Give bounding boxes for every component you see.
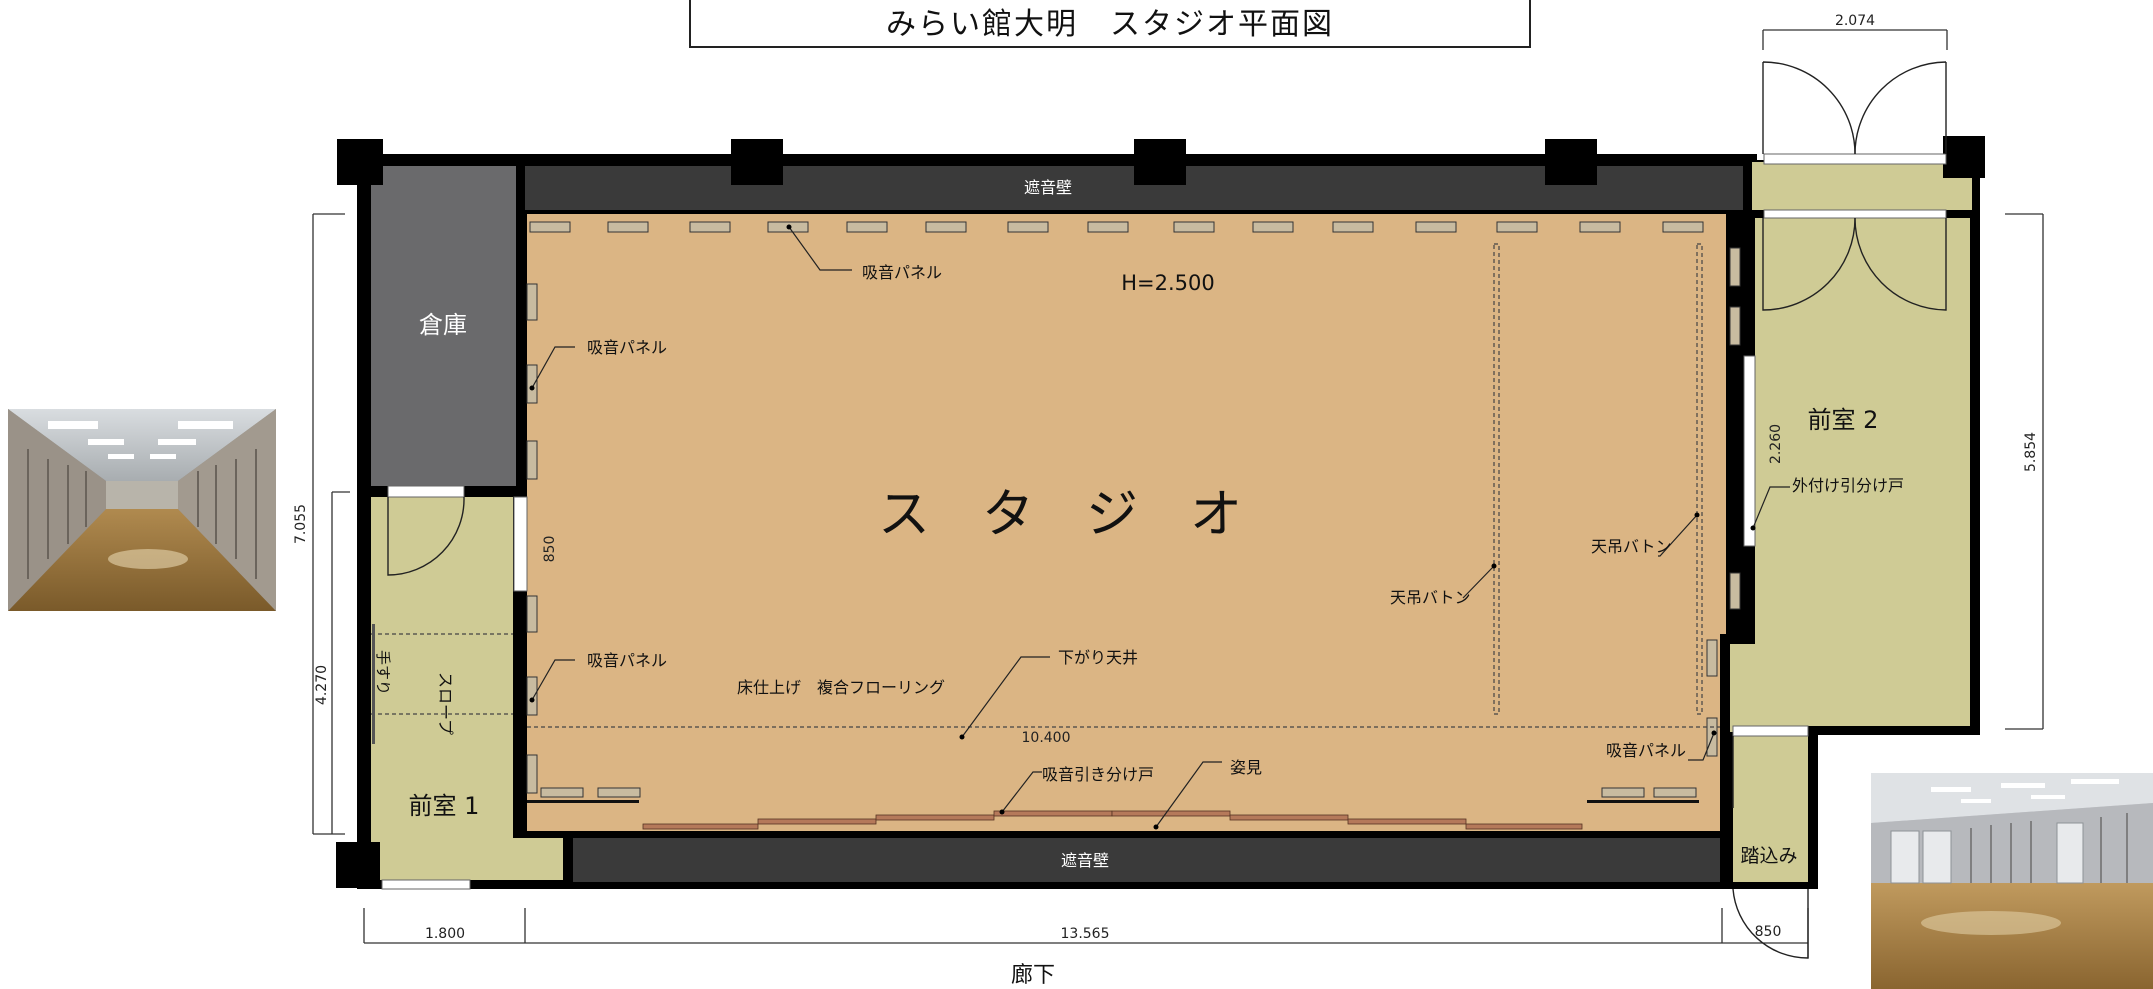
dim-bottom-right: 850: [1755, 924, 1782, 940]
dim-anteroom2-door: 2.260: [1768, 424, 1784, 464]
studio-floor: [527, 214, 1720, 831]
leader-lines: [531, 226, 1790, 828]
soundproof-wall-top-label: 遮音壁: [1024, 178, 1072, 197]
mirror-label: 姿見: [1230, 758, 1262, 777]
anteroom2-floor: [1730, 218, 1970, 732]
soundproof-wall-bottom-label: 遮音壁: [1061, 851, 1109, 870]
storage-label: 倉庫: [419, 311, 467, 339]
batten-label-right: 天吊バトン: [1591, 537, 1671, 556]
studio-label: ス タ ジ オ: [878, 485, 1242, 545]
dim-left-total: 7.055: [293, 504, 309, 544]
dim-bottom-main: 13.565: [1061, 926, 1110, 942]
storage-room: [371, 166, 516, 486]
slope-label: スロープ: [436, 672, 455, 735]
absorb-panels-left: [526, 283, 538, 794]
plan-title: みらい館大明 スタジオ平面図: [886, 7, 1334, 42]
anteroom2-label: 前室 2: [1808, 406, 1879, 434]
absorb-panel-label-top: 吸音パネル: [862, 263, 942, 282]
absorb-panels-top: [529, 221, 1704, 233]
anteroom2-upper-band: [1752, 162, 1972, 210]
dim-door-top: 2.074: [1835, 13, 1875, 29]
studio-photo-right: [1871, 773, 2153, 989]
flooring-label: 床仕上げ 複合フローリング: [737, 678, 945, 697]
outer-sliding-door-label: 外付け引分け戸: [1792, 476, 1904, 495]
dim-right-height: 5.854: [2023, 432, 2039, 472]
plan-title-box: みらい館大明 スタジオ平面図: [689, 0, 1531, 48]
entrance-label: 踏込み: [1740, 845, 1797, 867]
handrail-label: 手すり: [374, 650, 392, 695]
dim-bottom-left: 1.800: [425, 926, 465, 942]
door-swings: [387, 61, 1947, 959]
dim-stage-width: 10.400: [1022, 730, 1071, 746]
corridor-label: 廊下: [1011, 963, 1055, 988]
anteroom1-label: 前室 1: [409, 792, 480, 820]
sliding-absorb-door-label: 吸音引き分け戸: [1042, 765, 1154, 784]
mirror-steps: [642, 810, 1583, 830]
absorb-panel-label-left-upper: 吸音パネル: [587, 338, 667, 357]
absorb-panels-bottom: [540, 787, 1697, 798]
dim-left-lower: 4.270: [314, 665, 330, 705]
dim-door-850-left: 850: [542, 536, 558, 563]
dashed-lines: [371, 243, 1720, 728]
batten-label-left: 天吊バトン: [1390, 588, 1470, 607]
dropped-ceiling-label: 下がり天井: [1058, 648, 1138, 667]
columns: [336, 136, 1985, 888]
studio-photo-left: [8, 409, 276, 611]
handrail-bar: [372, 624, 375, 744]
ceiling-height-label: H=2.500: [1121, 271, 1215, 295]
anteroom1-floor: [371, 497, 563, 880]
absorb-panel-label-left-lower: 吸音パネル: [587, 651, 667, 670]
soundproof-wall-bottom: [573, 838, 1720, 882]
absorb-panel-label-right: 吸音パネル: [1606, 741, 1686, 760]
entrance-floor: [1733, 736, 1808, 882]
